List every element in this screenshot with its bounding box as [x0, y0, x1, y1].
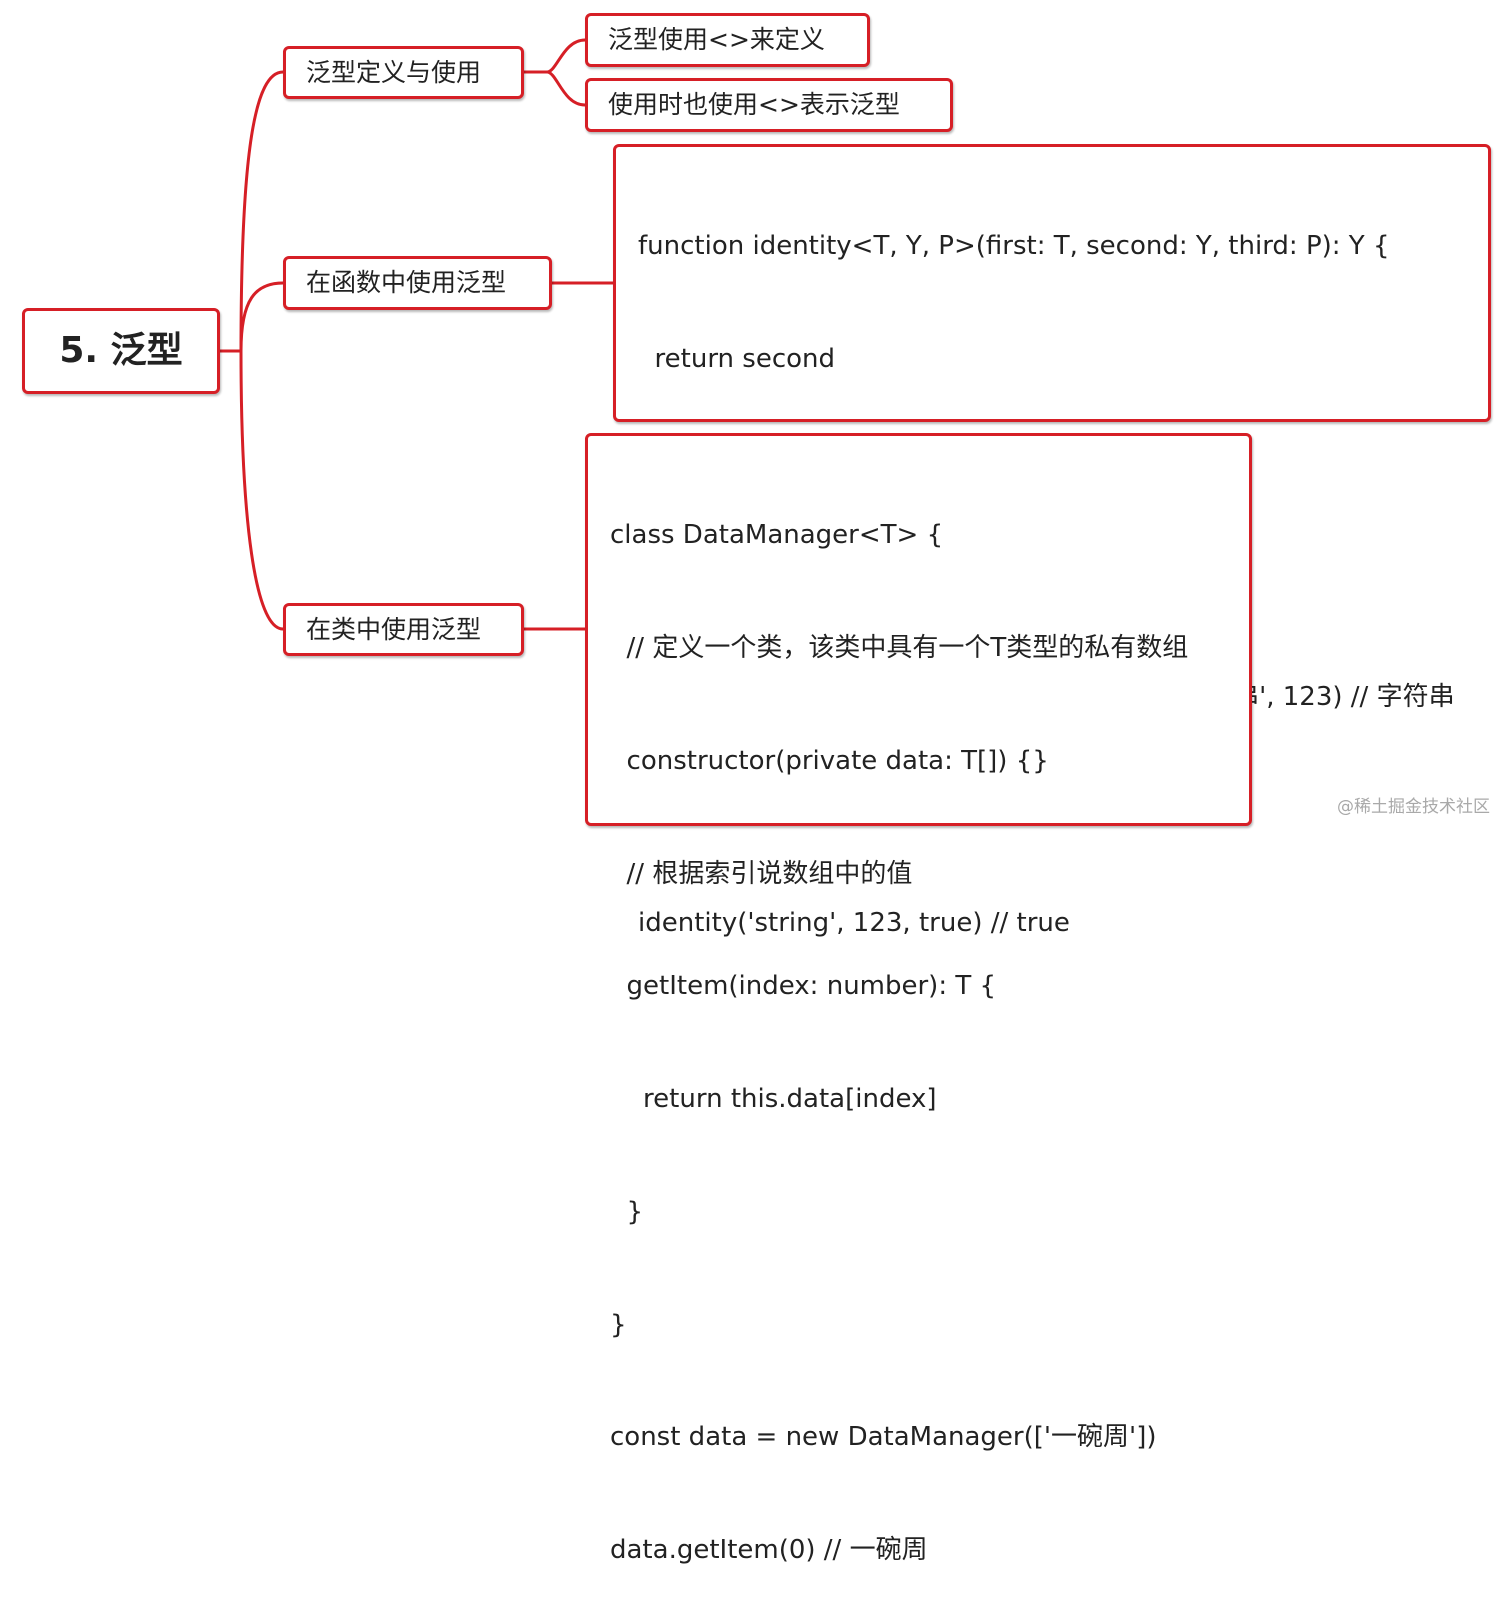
- leaf-label: 使用时也使用<>表示泛型: [608, 90, 900, 119]
- branch-generic-class[interactable]: 在类中使用泛型: [283, 603, 524, 656]
- connector-line-5: [545, 38, 587, 74]
- leaf-angle-brackets-definition[interactable]: 泛型使用<>来定义: [585, 13, 870, 67]
- code-block-function[interactable]: function identity<T, Y, P>(first: T, sec…: [613, 144, 1491, 938]
- code-line: return second: [638, 343, 836, 374]
- center-topic-label: 5. 泛型: [59, 330, 183, 371]
- code-line: data.getItem(0) // 一碗周: [610, 1535, 928, 1566]
- leaf-label: 泛型使用<>来定义: [608, 25, 825, 54]
- code-line: // 定义一个类，该类中具有一个T类型的私有数组: [610, 632, 1189, 663]
- code-line: constructor(private data: T[]) {}: [610, 745, 1049, 776]
- connector-line-1: [239, 70, 285, 353]
- code-line: }: [610, 1196, 644, 1227]
- code-line: // 根据索引说数组中的值: [610, 858, 913, 889]
- code-line: return this.data[index]: [610, 1084, 937, 1115]
- leaf-angle-brackets-usage[interactable]: 使用时也使用<>表示泛型: [585, 78, 953, 132]
- branch-generic-definition[interactable]: 泛型定义与使用: [283, 46, 524, 99]
- connector-line-3: [239, 349, 285, 631]
- connector-line-2: [239, 281, 285, 353]
- code-line: }: [610, 1309, 627, 1340]
- branch-label: 在类中使用泛型: [306, 614, 482, 644]
- code-line: getItem(index: number): T {: [610, 971, 997, 1002]
- code-line: class DataManager<T> {: [610, 520, 944, 551]
- branch-generic-function[interactable]: 在函数中使用泛型: [283, 256, 552, 310]
- code-line: function identity<T, Y, P>(first: T, sec…: [638, 231, 1390, 262]
- watermark: @稀土掘金技术社区: [1337, 797, 1490, 817]
- connector-line-6: [545, 70, 587, 107]
- connector-lines: [218, 38, 615, 631]
- code-line: identity('string', 123, true) // true: [638, 907, 1070, 938]
- code-line: const data = new DataManager(['一碗周']): [610, 1422, 1157, 1453]
- branch-label: 泛型定义与使用: [306, 57, 482, 87]
- code-block-class[interactable]: class DataManager<T> { // 定义一个类，该类中具有一个T…: [585, 433, 1252, 1565]
- center-topic[interactable]: 5. 泛型: [22, 308, 220, 394]
- branch-label: 在函数中使用泛型: [306, 268, 507, 297]
